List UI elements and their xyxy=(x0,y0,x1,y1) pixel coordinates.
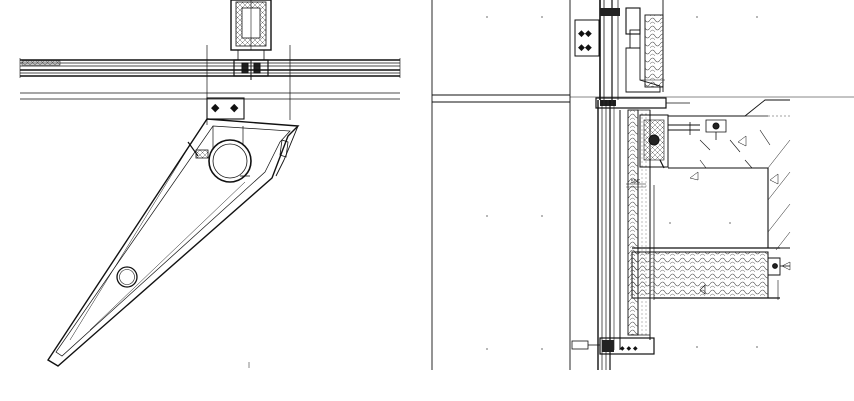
mullion-section xyxy=(230,0,272,80)
head-cap xyxy=(595,97,690,109)
dimension-label: 50C xyxy=(631,179,641,185)
svg-text:◆◆: ◆◆ xyxy=(578,43,592,53)
left-detail: ◆ ◆ xyxy=(19,0,401,368)
bracket-arm xyxy=(47,118,300,367)
pipe-large xyxy=(195,139,252,183)
pipe-small xyxy=(116,266,138,288)
svg-text:◆: ◆ xyxy=(211,101,220,114)
insulation-band xyxy=(631,247,791,300)
bracket-plate: ◆ ◆ xyxy=(206,97,245,120)
dimension-marker: 50C xyxy=(626,179,646,188)
sill-base: ◆ ◆ ◆ xyxy=(571,337,655,355)
right-detail: ◆◆ ◆◆ xyxy=(431,0,854,370)
transom-band xyxy=(19,58,401,100)
anchor-cluster xyxy=(639,114,727,169)
svg-text:◆: ◆ xyxy=(230,101,239,114)
svg-text:◆ ◆ ◆: ◆ ◆ ◆ xyxy=(620,345,638,352)
concrete-slab xyxy=(668,99,791,251)
grid-ticks xyxy=(486,16,758,350)
svg-text:◆◆: ◆◆ xyxy=(578,29,592,39)
panel-grid xyxy=(431,0,854,370)
upper-frame: ◆◆ ◆◆ xyxy=(574,0,665,100)
